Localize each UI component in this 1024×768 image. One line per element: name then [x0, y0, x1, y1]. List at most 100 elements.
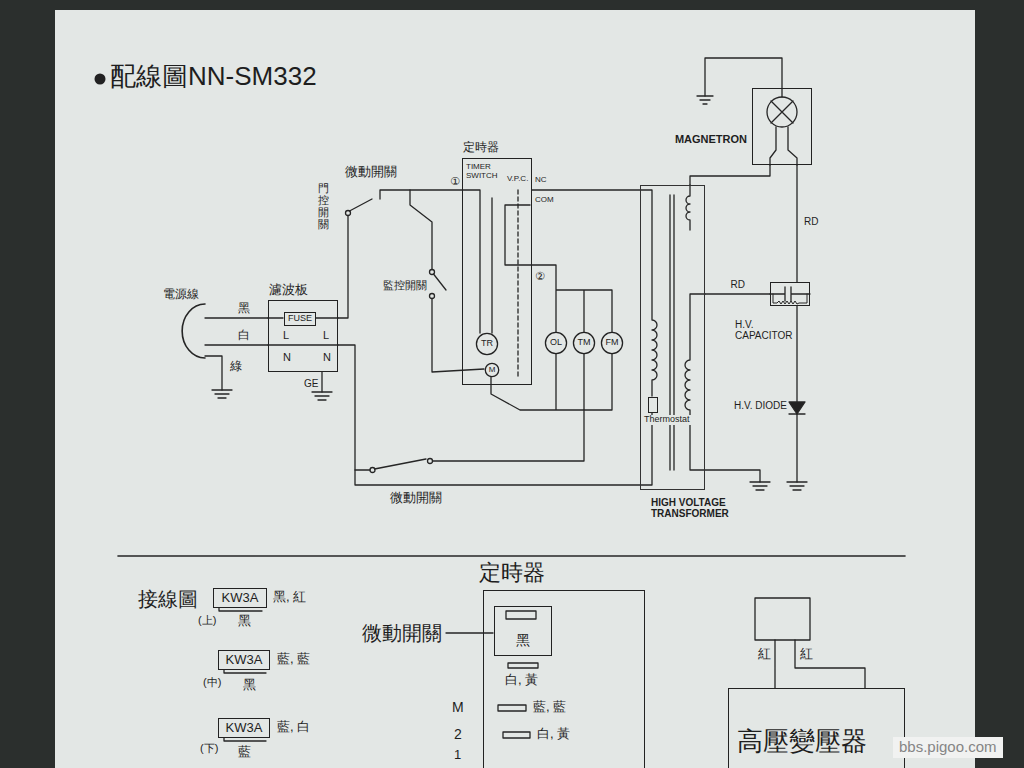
wire-color: 黑, 紅 — [273, 590, 306, 604]
section-divider — [118, 555, 905, 557]
watermark: bbs.pigoo.com — [893, 737, 1003, 758]
resistor-symbol — [773, 294, 807, 304]
ground-symbol — [750, 482, 770, 490]
magnetron-outline — [755, 598, 810, 640]
terminal-label: 1 — [454, 748, 461, 762]
wire-color: 黑 — [238, 614, 251, 628]
transformer-core — [670, 195, 674, 470]
wire-color: 黑 — [243, 678, 256, 692]
ground-symbol — [212, 390, 232, 398]
node-text: N — [323, 351, 331, 363]
wire-label: RD — [803, 216, 819, 227]
terminal-label: GE — [304, 378, 318, 389]
node-text: TR — [481, 339, 493, 349]
ground-symbol — [787, 482, 807, 490]
monitor-wire — [432, 299, 484, 373]
node-text: KW3A — [222, 591, 259, 605]
capacitor-symbol — [770, 287, 810, 301]
diagram-title: 配線圖NN-SM332 — [110, 62, 317, 91]
node-text: MAGNETRON — [675, 133, 747, 145]
timer-relay-circle: TR — [476, 333, 498, 355]
wire-color: 紅 — [758, 647, 771, 661]
switch-blade — [434, 274, 447, 290]
diode-wire — [796, 306, 797, 482]
hv-wire — [705, 293, 770, 294]
terminal-label: M — [452, 700, 464, 715]
circle-outline — [485, 363, 498, 376]
switch-part-box: KW3A — [218, 718, 270, 738]
wire-color: 紅 — [800, 647, 813, 661]
node-text: TM — [578, 338, 591, 348]
node-text: FUSE — [288, 314, 312, 324]
monitor-wire — [410, 190, 432, 270]
title-bullet — [95, 74, 106, 85]
oven-lamp-circle: OL — [545, 332, 567, 354]
wire-label: RD — [730, 279, 746, 290]
circle-outline — [545, 332, 566, 353]
filter-board: 濾波板LNLNFUSE — [268, 300, 338, 372]
terminal-label: 2 — [454, 727, 462, 742]
hv-wire — [796, 165, 797, 282]
neutral-wire — [338, 345, 652, 485]
part-label: H.V. DIODE — [734, 400, 792, 411]
node-text: KW3A — [226, 721, 263, 735]
node-text: OL — [550, 338, 562, 348]
wire-label: 電源線 — [163, 288, 199, 301]
timer-motor-circle: M — [485, 363, 499, 377]
primary-coil — [532, 190, 657, 396]
switch-label: 監控開關 — [383, 279, 427, 291]
paper-sheet — [55, 10, 975, 768]
switch-terminal — [370, 468, 375, 473]
switch-label: 門控開關 — [318, 182, 329, 230]
wire-color: 藍 — [238, 745, 251, 759]
terminal-number: ① — [450, 175, 460, 187]
wire-color: 藍, 白 — [277, 720, 310, 734]
node-text: HIGH VOLTAGE TRANSFORMER — [651, 497, 751, 519]
switch-terminal — [428, 459, 433, 464]
wire-color: 黑 — [238, 302, 250, 315]
magnetron-symbol — [770, 101, 797, 165]
terminal-tab — [508, 663, 538, 668]
wire-color: 藍, 藍 — [533, 700, 566, 714]
node-text: L — [323, 329, 329, 341]
node-text: KW3A — [226, 653, 263, 667]
wire-color: 白 — [238, 329, 250, 342]
ground-symbol — [697, 96, 713, 104]
magnetron-box: MAGNETRON — [752, 88, 812, 165]
switch-label: 微動開關 — [390, 491, 442, 505]
circle-outline — [476, 333, 497, 354]
transformer-box: HIGH VOLTAGE TRANSFORMERThermostat — [640, 185, 705, 490]
ground-symbol — [312, 392, 332, 400]
section-heading: 接線圖 — [138, 588, 198, 610]
switch-blade — [375, 459, 427, 469]
node-text: 黑 — [495, 633, 551, 648]
filament-coil — [686, 185, 690, 230]
diode-symbol — [789, 413, 805, 414]
node-text: H.V. CAPACITOR — [735, 319, 795, 341]
microswitch-box: 黑 — [494, 606, 552, 656]
timer-link — [517, 190, 518, 378]
transformer-outline-box: 高壓變壓器 — [728, 688, 905, 768]
node-text: 濾波板 — [269, 283, 308, 297]
ground-wire — [321, 372, 322, 392]
node-text: 定時器 — [479, 561, 545, 585]
switch-part-box: KW3A — [218, 650, 270, 670]
node-text: FM — [606, 338, 619, 348]
timer-contact-wire — [505, 205, 612, 332]
node-text: N — [283, 351, 291, 363]
callout-label: 微動開關 — [362, 622, 442, 644]
wire-color: 白, 黃 — [537, 727, 570, 741]
wire-color: 白, 黃 — [505, 673, 538, 687]
circle-outline — [573, 332, 594, 353]
node-text: TIMER SWITCH — [466, 163, 502, 181]
plug-symbol — [182, 304, 205, 358]
node-text: 定時器 — [463, 141, 499, 154]
capacitor-box: H.V. CAPACITOR — [770, 282, 810, 306]
position-label: (下) — [200, 742, 218, 754]
thermostat-box: Thermostat — [648, 397, 658, 413]
switch-wire — [355, 469, 370, 470]
ground-wire — [705, 58, 782, 97]
